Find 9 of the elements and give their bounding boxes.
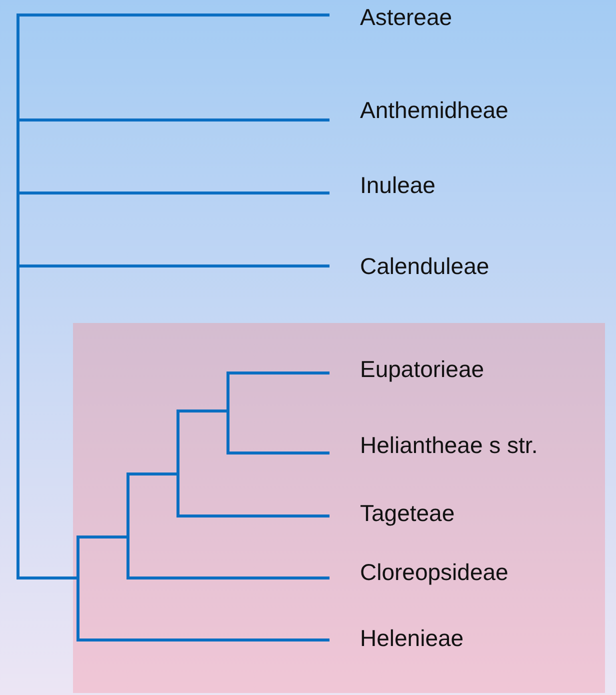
taxon-label: Eupatorieae: [360, 355, 484, 383]
taxon-label: Cloreopsideae: [360, 558, 508, 586]
taxon-label: Calenduleae: [360, 252, 490, 280]
taxon-label: Inuleae: [360, 171, 436, 199]
taxon-label: Heliantheae s str.: [360, 431, 538, 459]
taxon-label: Tageteae: [360, 499, 455, 527]
taxon-label: Astereae: [360, 3, 452, 31]
taxon-label: Anthemidheae: [360, 96, 508, 124]
taxon-label: Helenieae: [360, 624, 464, 652]
